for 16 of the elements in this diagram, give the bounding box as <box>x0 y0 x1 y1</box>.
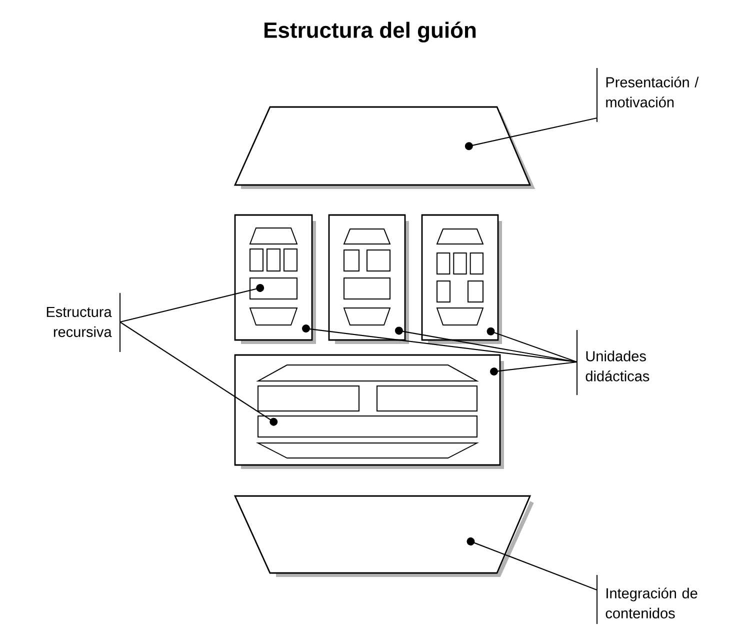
callout-label: Presentación / motivación <box>606 76 699 108</box>
callout-label: Unidades didácticas <box>586 350 650 382</box>
callout-label: Integración de contenidos <box>606 588 698 618</box>
panel-box <box>421 214 502 344</box>
leader-line <box>464 117 598 150</box>
inner-box <box>258 416 478 438</box>
leader-line <box>120 322 278 426</box>
leader-line <box>466 537 598 591</box>
leader-line <box>394 326 578 363</box>
panel-box <box>328 214 409 344</box>
leader-line <box>490 361 578 376</box>
leader-line <box>486 327 578 363</box>
title: Estructura del guión <box>264 22 476 42</box>
callout-label: Estructura recursiva <box>46 306 112 338</box>
inner-box <box>250 278 298 300</box>
leader-line <box>120 284 264 323</box>
